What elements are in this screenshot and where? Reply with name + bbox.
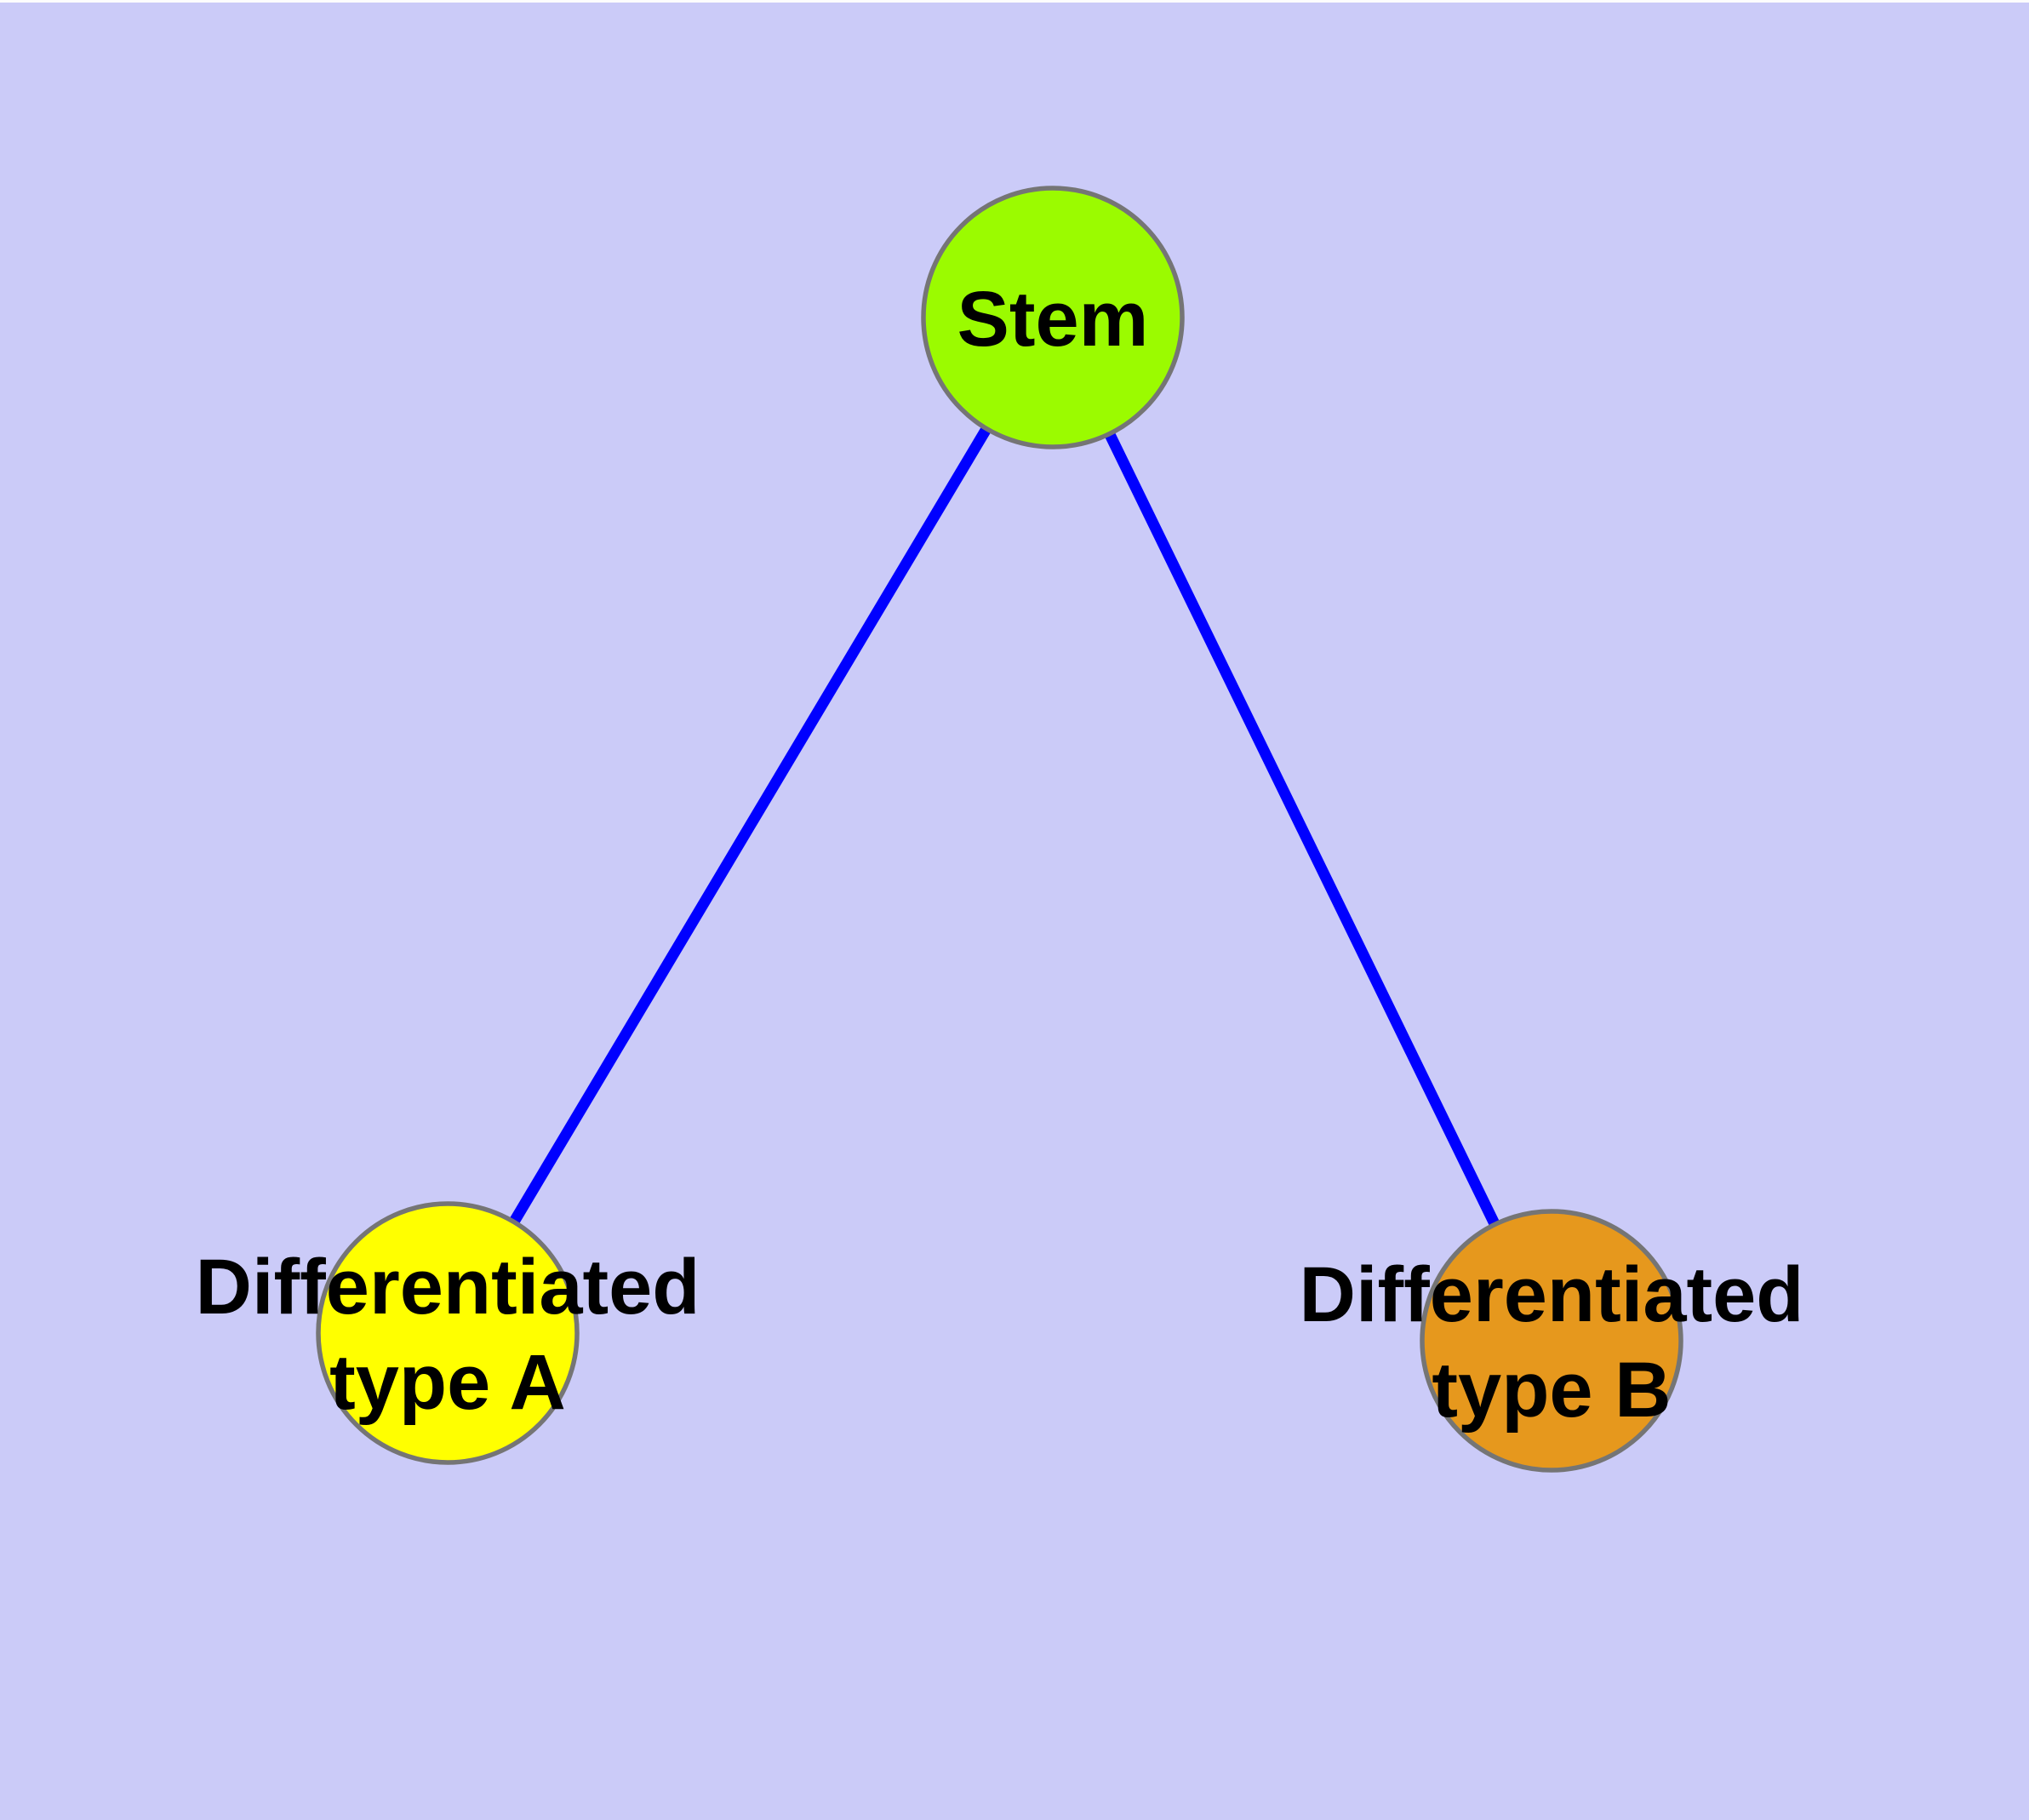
stem-node-label: Stem — [957, 276, 1149, 363]
type-b-node-circle — [1420, 1209, 1683, 1473]
stem-node-circle — [921, 186, 1185, 449]
node-stem: Stem — [921, 186, 1185, 449]
edge-stem-to-type-a — [443, 314, 1058, 1336]
top-edge-highlight — [0, 0, 2029, 3]
type-a-node-circle — [316, 1201, 580, 1465]
edges-layer — [443, 314, 1557, 1343]
edge-stem-to-type-b — [1048, 315, 1557, 1343]
